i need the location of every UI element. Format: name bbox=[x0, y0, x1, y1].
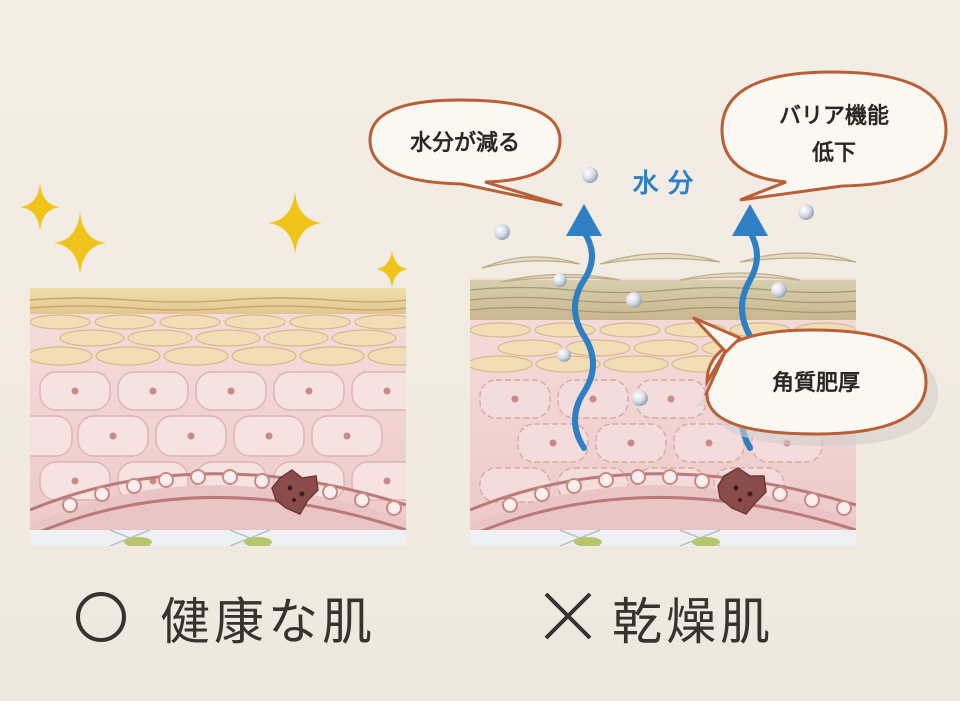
nuclei-left bbox=[71, 387, 391, 485]
caption-healthy-skin: 健康な肌 bbox=[160, 593, 376, 651]
callout-thick-keratin: 角質肥厚 bbox=[692, 316, 938, 446]
flaking-scales bbox=[481, 252, 857, 283]
callout-water-decrease-text: 水分が減る bbox=[410, 130, 520, 156]
basal-cells-right bbox=[502, 469, 852, 516]
callout-barrier-line2: 低下 bbox=[811, 141, 856, 166]
arrow-head-right bbox=[732, 204, 768, 236]
callout-barrier-decline: バリア機能 低下 bbox=[720, 70, 948, 202]
cross-mark bbox=[544, 592, 592, 640]
spinous-cells-left bbox=[30, 371, 406, 501]
circle-mark bbox=[76, 592, 126, 642]
arrow-head-left bbox=[566, 204, 602, 236]
caption-dry-skin: 乾燥肌 bbox=[612, 593, 774, 651]
healthy-skin-block bbox=[30, 288, 406, 546]
basal-cells-left bbox=[62, 469, 402, 516]
callout-thick-keratin-text: 角質肥厚 bbox=[772, 370, 860, 396]
callout-water-decrease: 水分が減る bbox=[368, 98, 563, 207]
granular-cells-left bbox=[30, 314, 406, 366]
water-droplet-icon bbox=[494, 167, 814, 406]
callout-barrier-line1: バリア機能 bbox=[779, 103, 889, 129]
sparkle-icon bbox=[20, 183, 408, 288]
water-label: 水 分 bbox=[632, 169, 693, 199]
